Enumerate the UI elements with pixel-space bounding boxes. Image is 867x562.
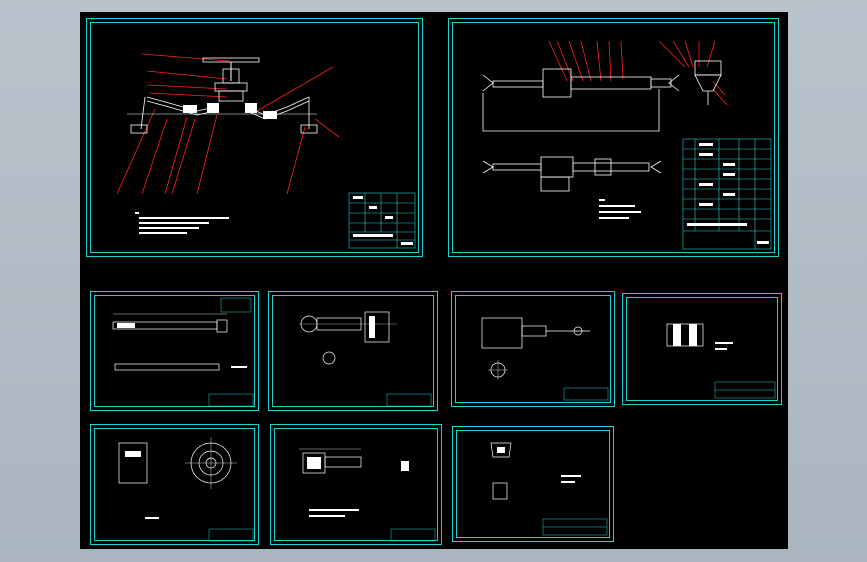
notes [599,199,641,219]
drawing-sheet-part-block[interactable] [622,293,782,405]
sheet-border [94,428,255,541]
drawing-sheet-part-flange[interactable] [90,424,259,545]
linkage-arms [140,96,310,130]
sheet-border [626,297,778,401]
leader-lines [116,53,340,195]
sub-assembly-drawing [482,40,772,250]
sheet-border [274,428,438,541]
title-block [348,192,416,249]
drawing-sheet-sub-assembly[interactable] [448,18,779,257]
drawing-sheet-part-shaft[interactable] [90,291,259,411]
block-drawing [666,323,776,399]
shaft-bottom-view [482,156,662,192]
drawing-sheet-main-assembly[interactable] [86,18,423,257]
flange-drawing [118,437,254,542]
shaft-top-view [482,68,680,132]
sheet-border [452,22,775,253]
sheet-border [455,295,611,403]
fitting-drawing [490,442,608,536]
sheet-border [272,295,434,407]
sheet-border [90,22,419,253]
hatched-joints [183,103,277,119]
clamp-drawing [299,448,436,542]
drawing-sheet-part-fitting[interactable] [452,426,614,542]
top-plate [202,57,260,63]
sheet-border [94,295,255,407]
technical-notes [135,212,229,234]
leader-lines [548,40,728,106]
drawing-sheet-part-bracket[interactable] [268,291,438,411]
arm-drawing [481,317,609,401]
detail-view [694,60,722,105]
cad-drawing-viewport[interactable] [80,12,788,549]
sheet-border [456,430,610,538]
bracket-drawing [299,311,432,407]
drawing-sheet-part-clamp[interactable] [270,424,442,545]
title-block-text [353,196,413,245]
assembly-drawing [116,53,416,249]
drawing-sheet-part-arm[interactable] [451,291,615,407]
parts-list [682,138,772,250]
parts-list-text [687,143,769,244]
shaft-drawing [112,297,254,407]
